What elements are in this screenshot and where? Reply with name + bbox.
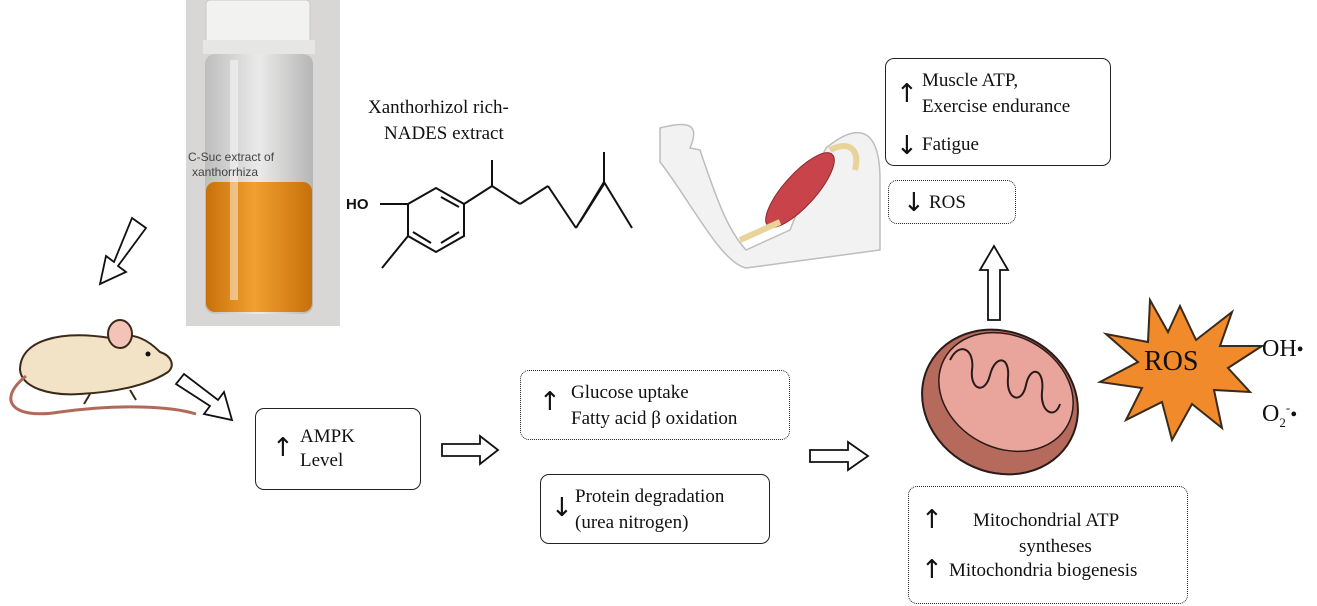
xanthorrhizol-structure (380, 152, 633, 269)
vial-photo (186, 0, 340, 326)
ampk-line2: Level (300, 450, 344, 471)
mitochondrial-box: ↑ Mitochondrial ATP syntheses ↑ Mitochon… (908, 486, 1188, 604)
flow-arrows (98, 216, 1010, 472)
down-arrow-icon: ↓ (903, 188, 925, 218)
ampk-level-box: ↑ AMPK Level (255, 408, 421, 490)
muscle-line2: Exercise endurance (922, 96, 1071, 117)
protein-line2: (urea nitrogen) (575, 512, 689, 533)
mitochondrion-illustration (921, 328, 1079, 476)
arrow-ampk-to-glucose (441, 434, 500, 466)
up-arrow-icon: ↑ (896, 79, 918, 109)
up-arrow-icon: ↑ (272, 433, 294, 463)
up-arrow-icon: ↑ (539, 387, 561, 417)
chem-hydroxyl-label: HO (346, 196, 369, 213)
mito-line1: Mitochondrial ATP (973, 510, 1120, 531)
arrow-vial-to-mouse (98, 216, 148, 286)
mito-line3: Mitochondria biogenesis (949, 560, 1138, 581)
ampk-line1: AMPK (300, 426, 355, 447)
vial-label-line2: xanthorrhiza (192, 165, 259, 179)
protein-degradation-box: ↓ Protein degradation (urea nitrogen) (540, 474, 770, 544)
muscle-line3: Fatigue (922, 134, 979, 155)
extract-title-line1: Xanthorhizol rich- (368, 97, 509, 118)
arrow-glucose-to-mito (809, 440, 870, 472)
superoxide-radical-label: O2-• (1262, 400, 1298, 430)
arrow-mouse-to-ampk (174, 372, 234, 422)
up-arrow-icon: ↑ (921, 505, 943, 535)
protein-line1: Protein degradation (575, 486, 725, 507)
arm-muscle-illustration (659, 123, 881, 269)
extract-title-line2: NADES extract (384, 123, 504, 144)
ros-star-burst (1096, 296, 1266, 443)
glucose-line2: Fatty acid β oxidation (571, 408, 738, 429)
arrow-mito-to-ros (978, 244, 1010, 321)
up-arrow-icon: ↑ (921, 555, 943, 585)
ros-box-label: ROS (929, 192, 966, 213)
muscle-endurance-box: ↑ Muscle ATP, Exercise endurance ↓ Fatig… (885, 58, 1111, 166)
vial-liquid (206, 182, 312, 312)
down-arrow-icon: ↓ (896, 131, 918, 161)
glucose-line1: Glucose uptake (571, 382, 689, 403)
ros-decrease-box: ↓ ROS (888, 180, 1016, 224)
vial-label-line1: C-Suc extract of (188, 150, 275, 164)
muscle-line1: Muscle ATP, (922, 70, 1019, 91)
hydroxyl-radical-label: OH• (1262, 336, 1304, 362)
mouse-illustration (9, 319, 197, 416)
glucose-oxidation-box: ↑ Glucose uptake Fatty acid β oxidation (520, 370, 790, 440)
ros-star-label: ROS (1144, 346, 1199, 377)
mito-line2: syntheses (1019, 536, 1092, 557)
down-arrow-icon: ↓ (551, 493, 573, 523)
